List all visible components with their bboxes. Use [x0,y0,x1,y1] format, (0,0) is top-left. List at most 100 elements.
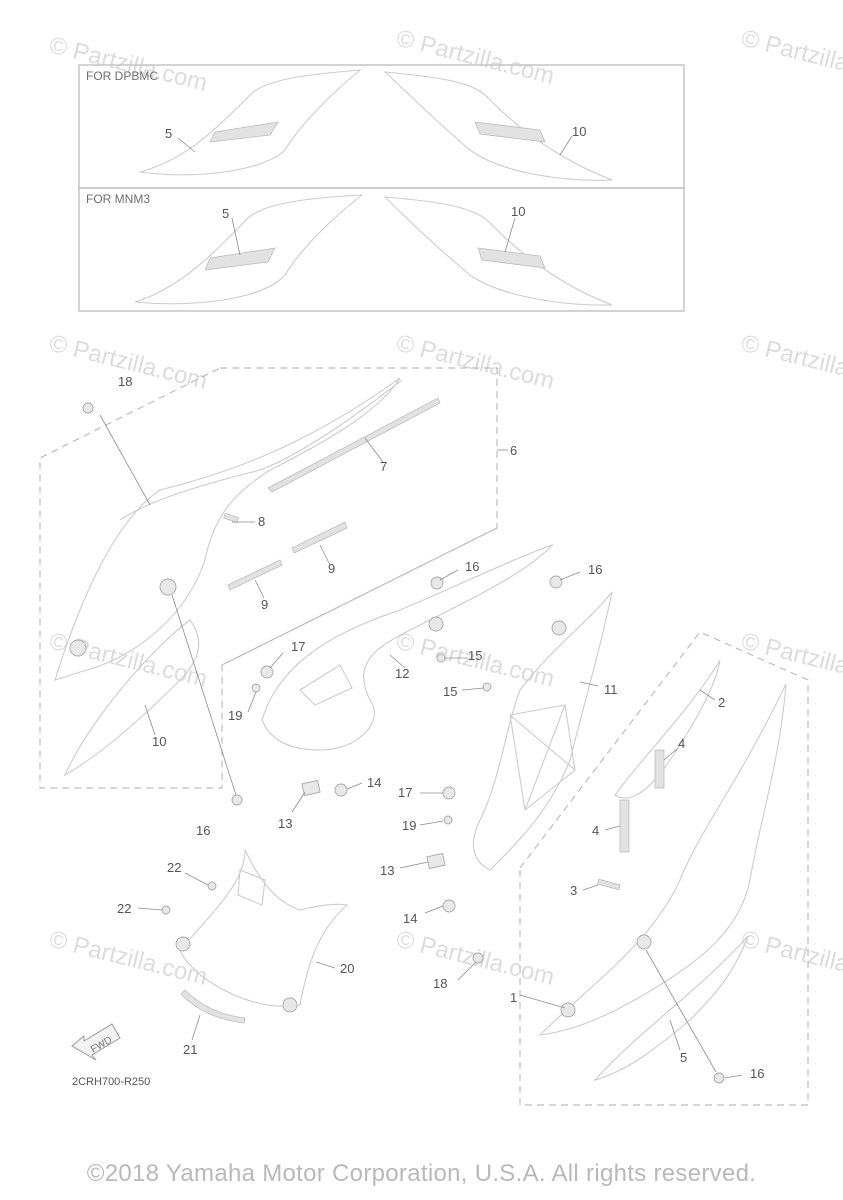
bolt-16 [231,794,243,806]
leader-line [231,217,241,256]
grommet [428,616,444,632]
assembly-boundary-link [221,527,498,666]
assembly-right-boundary [519,631,809,1106]
callout-22: 22 [167,860,181,875]
stripe-graphic [209,121,279,143]
left-tank-side-cover-outline [139,69,362,176]
leader-line [419,820,444,826]
damper-3 [597,878,621,891]
leader-line [424,905,444,914]
callout-5: 5 [680,1050,687,1065]
callout-10: 10 [152,734,166,749]
bolt-17 [260,665,274,679]
callout-10: 10 [511,204,525,219]
callout-12: 12 [395,666,409,681]
leader-line [137,907,163,911]
grommet [551,620,567,636]
callout-16: 16 [588,562,602,577]
leader-line [389,654,406,669]
leader-line [184,872,209,886]
nut-13 [301,779,321,797]
callout-2: 2 [718,695,725,710]
bolt-17 [442,786,456,800]
callout-3: 3 [570,883,577,898]
nut-13 [426,852,446,870]
leader-line [579,681,599,687]
callout-16: 16 [196,823,210,838]
inner-panel-11-frame [509,704,576,812]
leader-line [457,961,477,981]
stripe-7 [267,397,441,493]
leader-line [315,961,336,969]
side-cowl-outline [538,683,787,1036]
inner-panels [247,544,613,914]
right-tank-side-cover-outline [383,71,613,181]
callout-16: 16 [750,1066,764,1081]
decal-4 [654,749,665,789]
callout-18: 18 [433,976,447,991]
screw-18 [472,952,484,964]
screw-22 [207,881,217,891]
leader-line [504,217,516,253]
grommet [560,1002,576,1018]
side-cowl-assembly [457,659,787,1084]
callout-17: 17 [398,785,412,800]
inner-panel-12-outline [261,544,553,751]
bolt-16 [549,575,563,589]
bolt-16 [713,1072,725,1084]
callout-7: 7 [380,459,387,474]
decal-9 [227,559,283,591]
screw-22 [161,905,171,915]
leader-line [645,949,717,1073]
forward-arrow-icon [71,1023,121,1061]
leader-line [346,782,363,790]
damper-14 [334,783,348,797]
decal-4 [619,799,630,853]
callout-5: 5 [165,126,172,141]
callout-15: 15 [468,648,482,663]
collar-15 [436,653,446,663]
stripe-graphic [474,121,546,143]
callout-8: 8 [258,514,265,529]
leader-line [254,579,265,599]
callout-5: 5 [222,206,229,221]
inner-panel-11-strut [524,704,566,811]
watermarks: © Partzilla.com © Partzilla.com © Partzi… [47,25,843,991]
leader-line [247,691,257,713]
watermark: © Partzilla.com [47,926,210,991]
leader-line [291,791,306,813]
watermark: © Partzilla.com [394,330,557,395]
variant-box-mnm3: FOR MNM3 5 10 [78,187,685,312]
leader-line [604,825,621,831]
side-cover-outline [54,377,401,681]
leader-line [439,569,459,581]
molding-21 [180,989,246,1024]
screw-18 [82,402,94,414]
grommet [69,639,87,657]
leader-line [99,414,151,506]
leader-line [663,747,679,761]
leader-line [399,861,429,869]
diagram-code: 2CRH700-R250 [72,1076,150,1088]
callout-14: 14 [403,911,417,926]
leader-line [191,1014,201,1041]
copyright-notice: ©2018 Yamaha Motor Corporation, U.S.A. A… [86,1160,757,1187]
watermark: © Partzilla.com [739,25,843,90]
forward-arrow: FWD [71,1023,121,1061]
lower-cowl-20 [137,849,349,1041]
callout-6: 6 [510,443,517,458]
variant-box-frame [78,187,685,312]
callout-16: 16 [465,559,479,574]
callout-13: 13 [380,863,394,878]
cowl-edge-2 [614,659,721,799]
callout-1: 1 [510,990,517,1005]
callout-17: 17 [291,639,305,654]
watermark: © Partzilla.com [739,926,843,991]
decal-9 [291,521,348,554]
callout-21: 21 [183,1042,197,1057]
callout-9: 9 [261,597,268,612]
side-cover-edge [119,379,403,521]
leader-line [559,571,581,581]
grommet [159,578,177,596]
